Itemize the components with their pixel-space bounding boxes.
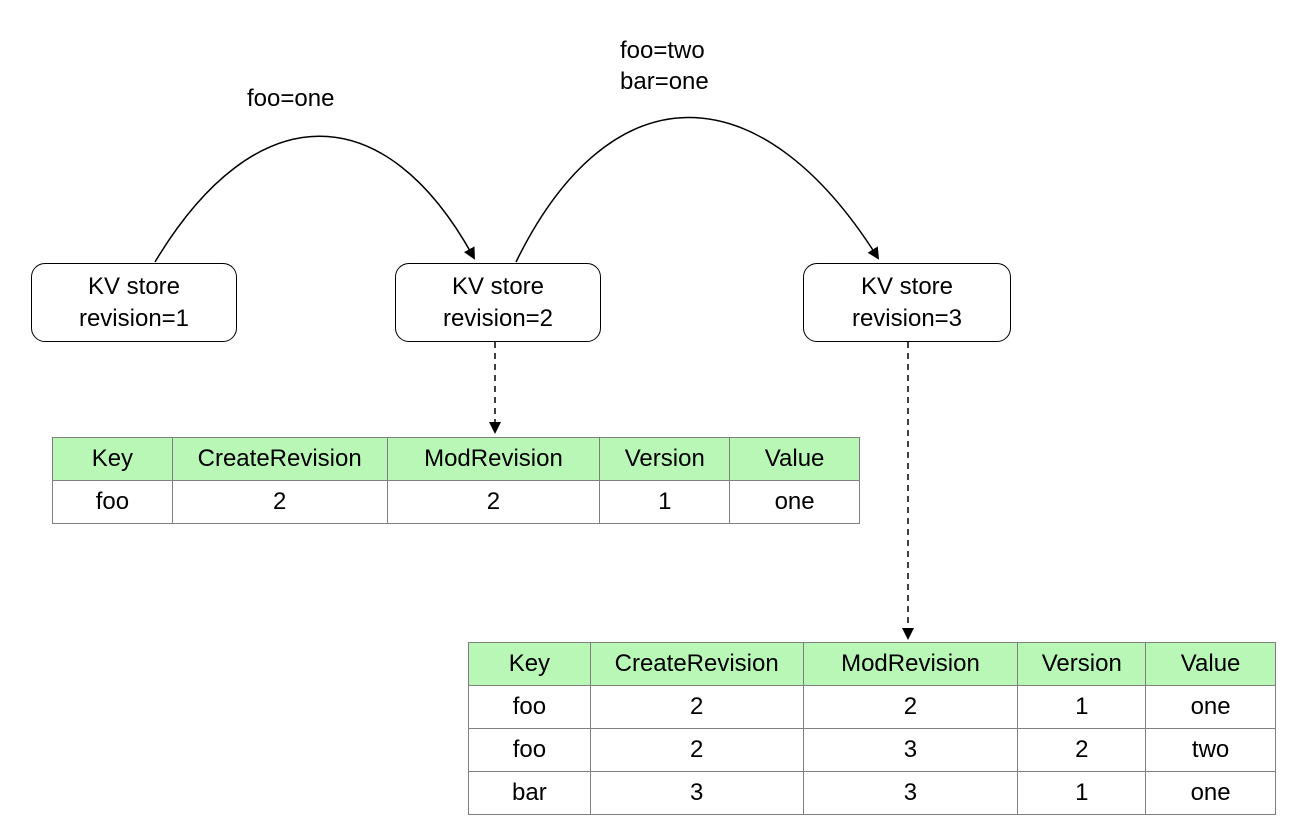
column-header-version: Version <box>1017 642 1147 686</box>
kv-store-node-rev2: KV store revision=2 <box>395 263 601 342</box>
column-header-version: Version <box>599 437 731 481</box>
table-header-row: Key CreateRevision ModRevision Version V… <box>468 642 1276 686</box>
cell-create-revision: 2 <box>589 685 804 729</box>
revision-2-table: Key CreateRevision ModRevision Version V… <box>52 437 860 524</box>
cell-mod-revision: 3 <box>802 771 1019 815</box>
edge-label-line: foo=one <box>247 85 335 112</box>
column-header-key: Key <box>468 642 591 686</box>
cell-mod-revision: 2 <box>802 685 1019 729</box>
edge-label-rev2-to-rev3: foo=two bar=one <box>620 35 709 97</box>
column-header-mod-revision: ModRevision <box>386 437 601 481</box>
table-row: foo 2 2 1 one <box>468 685 1276 729</box>
cell-version: 1 <box>599 480 731 524</box>
cell-key: foo <box>468 685 591 729</box>
cell-key: foo <box>52 480 173 524</box>
cell-version: 1 <box>1017 771 1147 815</box>
node-revision: revision=3 <box>851 304 963 332</box>
column-header-value: Value <box>1145 642 1276 686</box>
cell-version: 1 <box>1017 685 1147 729</box>
edge-label-line: foo=two <box>620 37 705 64</box>
column-header-key: Key <box>52 437 173 481</box>
table-row: foo 2 3 2 two <box>468 728 1276 772</box>
edge-label-line: bar=one <box>620 68 709 95</box>
table-row: foo 2 2 1 one <box>52 480 860 524</box>
column-header-mod-revision: ModRevision <box>802 642 1019 686</box>
edge-arrow-rev1-to-rev2 <box>154 135 475 263</box>
column-header-value: Value <box>729 437 860 481</box>
cell-create-revision: 2 <box>589 728 804 772</box>
node-revision: revision=2 <box>442 304 554 332</box>
edge-arrow-rev2-to-rev3 <box>515 116 880 263</box>
kv-store-node-rev3: KV store revision=3 <box>803 263 1011 342</box>
cell-value: one <box>1145 685 1276 729</box>
node-revision: revision=1 <box>78 304 190 332</box>
cell-value: one <box>1145 771 1276 815</box>
cell-key: foo <box>468 728 591 772</box>
cell-mod-revision: 3 <box>802 728 1019 772</box>
node-title: KV store <box>87 272 181 300</box>
column-header-create-revision: CreateRevision <box>589 642 804 686</box>
cell-mod-revision: 2 <box>386 480 601 524</box>
cell-key: bar <box>468 771 591 815</box>
cell-value: two <box>1145 728 1276 772</box>
cell-value: one <box>729 480 860 524</box>
cell-version: 2 <box>1017 728 1147 772</box>
kv-store-node-rev1: KV store revision=1 <box>31 263 237 342</box>
column-header-create-revision: CreateRevision <box>171 437 388 481</box>
edge-label-rev1-to-rev2: foo=one <box>247 83 334 114</box>
node-title: KV store <box>451 272 545 300</box>
table-header-row: Key CreateRevision ModRevision Version V… <box>52 437 860 481</box>
node-title: KV store <box>860 272 954 300</box>
cell-create-revision: 2 <box>171 480 388 524</box>
table-row: bar 3 3 1 one <box>468 771 1276 815</box>
revision-3-table: Key CreateRevision ModRevision Version V… <box>468 642 1276 815</box>
cell-create-revision: 3 <box>589 771 804 815</box>
